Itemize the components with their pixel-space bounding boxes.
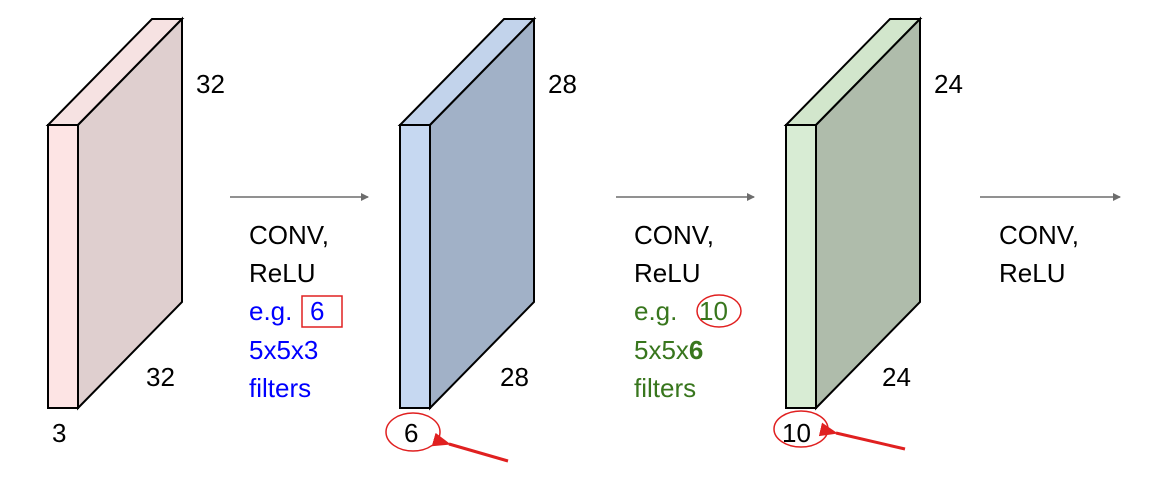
volume3-front bbox=[785, 124, 817, 409]
volume2-depth-label: 6 bbox=[404, 418, 418, 448]
volume2-red-arrow bbox=[431, 432, 509, 463]
volume1-width-label: 32 bbox=[146, 362, 175, 392]
layer3-activation-label: ReLU bbox=[999, 258, 1065, 288]
conv1-output-volume: 28 28 6 bbox=[385, 16, 577, 463]
volume3-height-label: 24 bbox=[934, 69, 963, 99]
layer2-filter-count: 10 bbox=[699, 296, 728, 326]
layer1-op-label: CONV, bbox=[249, 220, 329, 250]
volume3-depth-label: 10 bbox=[782, 418, 811, 448]
conv2-output-volume: 24 24 10 bbox=[773, 16, 963, 451]
layer3-annotation: CONV, ReLU bbox=[980, 193, 1121, 288]
volume2-depth-circle bbox=[385, 412, 441, 452]
layer1-activation-label: ReLU bbox=[249, 258, 315, 288]
volume3-red-arrow bbox=[818, 422, 906, 451]
layer1-annotation: CONV, ReLU e.g. 6 5x5x3 filters bbox=[230, 193, 369, 403]
layer3-op-label: CONV, bbox=[999, 220, 1079, 250]
layer1-eg-prefix: e.g. bbox=[249, 296, 292, 326]
volume1-front bbox=[47, 124, 79, 409]
layer1-filters-label: filters bbox=[249, 373, 311, 403]
layer2-activation-label: ReLU bbox=[634, 258, 700, 288]
layer1-filter-size: 5x5x3 bbox=[249, 335, 318, 365]
layer2-filter-size: 5x5x6 bbox=[634, 335, 703, 365]
volume1-height-label: 32 bbox=[196, 69, 225, 99]
volume2-front bbox=[399, 124, 431, 409]
volume2-height-label: 28 bbox=[548, 69, 577, 99]
layer2-eg-prefix: e.g. bbox=[634, 296, 677, 326]
layer1-filter-count-box bbox=[301, 295, 343, 328]
layer2-filter-count-circle bbox=[696, 294, 742, 328]
layer1-filter-count: 6 bbox=[310, 296, 324, 326]
volume2-width-label: 28 bbox=[500, 362, 529, 392]
input-volume: 32 32 3 bbox=[45, 16, 225, 448]
layer2-filters-label: filters bbox=[634, 373, 696, 403]
volume3-width-label: 24 bbox=[882, 362, 911, 392]
layer2-op-label: CONV, bbox=[634, 220, 714, 250]
volume1-depth-label: 3 bbox=[52, 418, 66, 448]
layer2-annotation: CONV, ReLU e.g. 10 5x5x6 filters bbox=[616, 193, 755, 403]
